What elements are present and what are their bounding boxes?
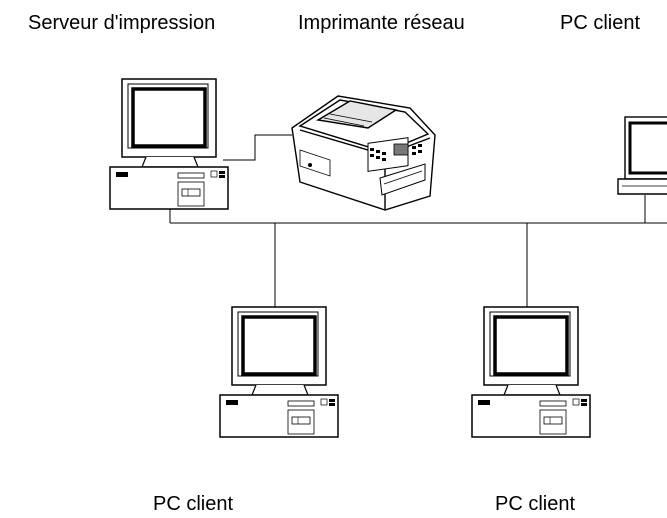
client-bottom-left-label: PC client (153, 493, 233, 515)
desktop-computer-icon (470, 305, 592, 439)
laptop-icon (617, 116, 667, 195)
desktop-computer-icon (218, 305, 340, 439)
server-label: Serveur d'impression (28, 12, 215, 34)
client-bottom-right-label: PC client (495, 493, 575, 515)
network-cables (169, 134, 667, 308)
multifunction-printer-icon (291, 95, 436, 211)
desktop-computer-icon (108, 77, 230, 211)
client-top-label: PC client (560, 12, 640, 34)
printer-label: Imprimante réseau (298, 12, 465, 34)
